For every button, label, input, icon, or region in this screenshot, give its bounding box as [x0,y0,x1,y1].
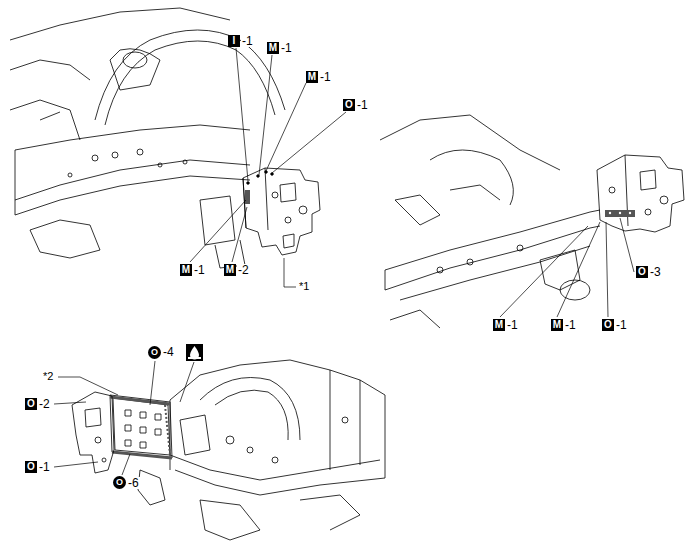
symbol-letter: M [267,42,279,54]
symbol-letter: O [148,346,161,359]
leader-lines-bottom [54,361,194,475]
symbol-letter: O [602,319,614,331]
part-reference: *2 [42,371,54,382]
symbol-letter: M [493,319,505,331]
callout-number: -1 [356,99,369,111]
symbol-letter: I [228,35,240,47]
symbol-letter: M [180,264,192,276]
part-1-bracket-right [597,155,684,232]
callout-number: -1 [564,319,577,331]
symbol-letter: O [113,476,126,489]
callout-number: -1 [506,319,519,331]
callout-number: -3 [649,266,662,278]
front-frame-view-bottom [138,360,385,540]
bracket-part-bottom [72,392,114,473]
leader-lines-right [500,218,634,317]
callout-number: -1 [241,35,254,47]
callout-number: -4 [162,346,175,358]
callout-number: -1 [38,461,51,473]
symbol-letter: O [25,461,37,473]
part-reference: *1 [298,281,310,292]
callout-number: -1 [193,264,206,276]
sealer-symbol [186,344,203,361]
callout-number: -1 [319,71,332,83]
leader-lines-left [190,48,346,287]
part-2-panel [110,395,172,458]
symbol-letter: M [224,264,236,276]
symbol-letter: M [551,319,563,331]
part-1-bracket [243,168,320,255]
callout-number: -1 [280,42,293,54]
symbol-letter: M [306,71,318,83]
symbol-letter: O [343,99,355,111]
callout-number: -6 [127,477,140,489]
symbol-letter: O [636,266,648,278]
symbol-letter: O [25,398,37,410]
callout-number: -1 [615,319,628,331]
front-frame-view-left [10,8,285,268]
callout-number: -2 [38,398,51,410]
front-frame-view-right [380,115,600,328]
callout-number: -2 [237,264,250,276]
